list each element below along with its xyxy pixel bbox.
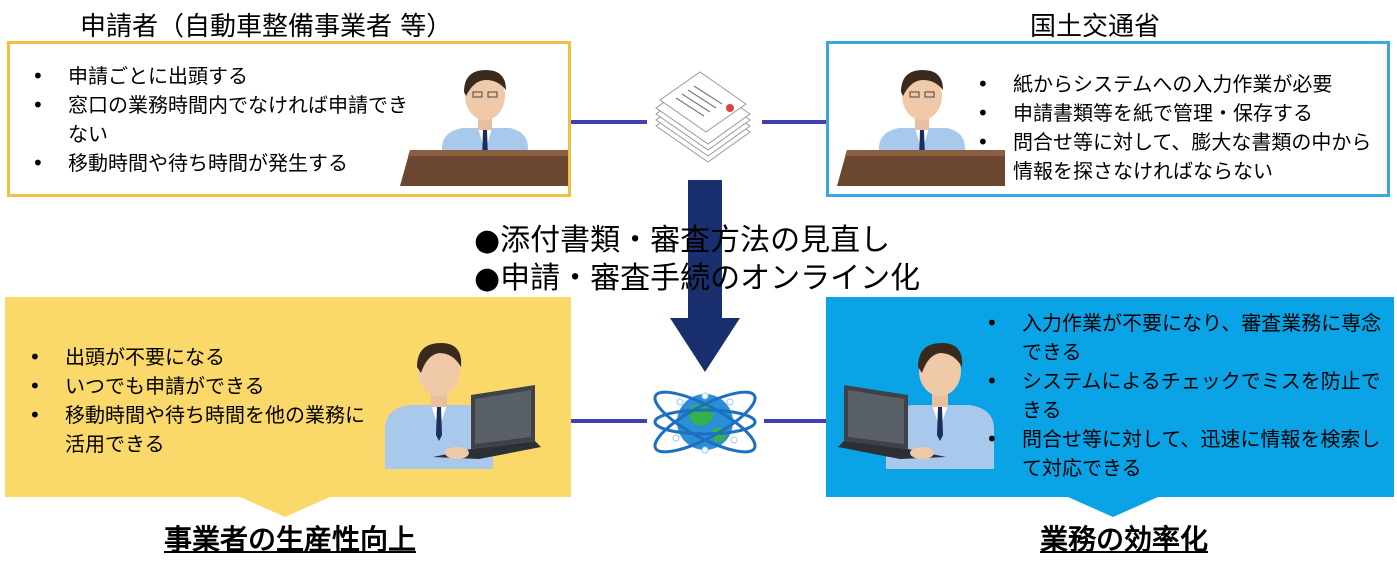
list-item: •入力作業が不要になり、審査業務に専念できる xyxy=(986,311,1382,364)
applicant-future-list: •出頭が不要になる •いつでも申請ができる •移動時間や待ち時間を他の業務に活用… xyxy=(19,343,379,459)
globe-network-icon xyxy=(653,390,757,454)
applicant-result: 事業者の生産性向上 xyxy=(164,523,417,556)
list-item: •窓口の業務時間内でなければ申請できない xyxy=(32,93,408,146)
down-triangle-icon xyxy=(240,497,330,517)
ministry-result: 業務の効率化 xyxy=(1040,523,1209,556)
list-item: •問合せ等に対して、膨大な書類の中から情報を探さなければならない xyxy=(977,130,1372,183)
applicant-current-box: •申請ごとに出頭する •窓口の業務時間内でなければ申請できない •移動時間や待ち… xyxy=(7,41,571,197)
list-item: •いつでも申請ができる xyxy=(29,374,265,398)
list-item: •移動時間や待ち時間が発生する xyxy=(32,151,348,175)
office-worker-laptop-icon xyxy=(385,343,541,469)
connector-line xyxy=(571,419,647,423)
measure-online: ●申請・審査手続のオンライン化 xyxy=(474,261,921,296)
list-item: •申請書類等を紙で管理・保存する xyxy=(977,101,1313,125)
applicant-future-box: •出頭が不要になる •いつでも申請ができる •移動時間や待ち時間を他の業務に活用… xyxy=(5,297,571,497)
office-worker-laptop-icon xyxy=(838,343,994,469)
applicant-current-list: •申請ごとに出頭する •窓口の業務時間内でなければ申請できない •移動時間や待ち… xyxy=(22,62,422,178)
clerk-at-desk-icon xyxy=(837,70,1005,186)
list-item: •問合せ等に対して、迅速に情報を検索して対応できる xyxy=(986,427,1381,480)
list-item: •申請ごとに出頭する xyxy=(32,64,248,88)
list-item: •移動時間や待ち時間を他の業務に活用できる xyxy=(29,403,365,456)
down-triangle-icon xyxy=(1068,497,1158,517)
connector-line xyxy=(762,120,826,124)
list-item: •紙からシステムへの入力作業が必要 xyxy=(977,72,1333,96)
ministry-future-list: •入力作業が不要になり、審査業務に専念できる •システムによるチェックでミスを防… xyxy=(976,309,1386,483)
connector-line xyxy=(571,120,647,124)
clerk-at-desk-icon xyxy=(400,70,568,186)
down-arrow-icon xyxy=(670,180,740,372)
list-item: •システムによるチェックでミスを防止できる xyxy=(986,369,1381,422)
paper-documents-icon xyxy=(655,71,751,163)
applicant-heading: 申請者（自動車整備事業者 等） xyxy=(80,12,453,42)
ministry-future-box: •入力作業が不要になり、審査業務に専念できる •システムによるチェックでミスを防… xyxy=(826,297,1394,497)
measure-review: ●添付書類・審査方法の見直し xyxy=(474,223,891,258)
connector-line xyxy=(764,419,826,423)
list-item: •出頭が不要になる xyxy=(29,345,225,369)
ministry-heading: 国土交通省 xyxy=(1030,12,1161,42)
ministry-current-box: •紙からシステムへの入力作業が必要 •申請書類等を紙で管理・保存する •問合せ等… xyxy=(826,41,1390,197)
ministry-current-list: •紙からシステムへの入力作業が必要 •申請書類等を紙で管理・保存する •問合せ等… xyxy=(967,70,1387,186)
